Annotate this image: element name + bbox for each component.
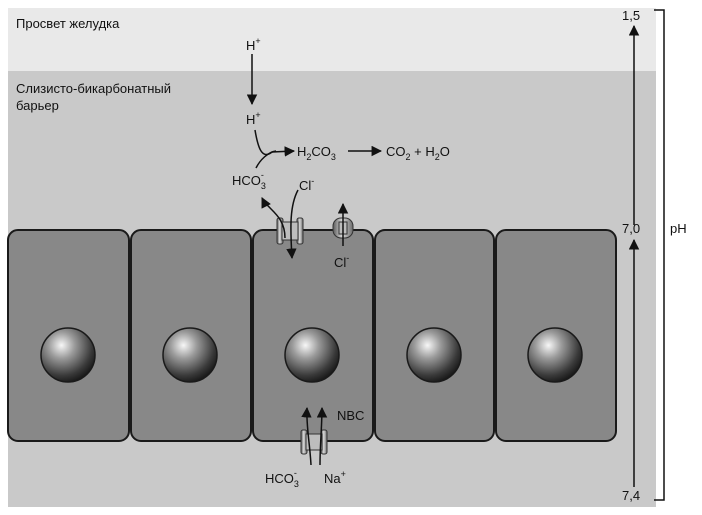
- barrier-label-line2: барьер: [16, 98, 59, 113]
- hco3-lumen-label: HCO3-: [232, 170, 266, 191]
- nbc-transporter-icon: [300, 429, 328, 455]
- ph-tick-top: 1,5: [622, 8, 640, 23]
- hco3-join-curve: [255, 150, 277, 169]
- nucleus-1: [40, 327, 96, 383]
- hco3-basolateral-label: HCO3-: [265, 468, 299, 489]
- lumen-zone: [8, 8, 656, 71]
- ph-bracket: [654, 9, 665, 501]
- ph-tick-bottom: 7,4: [622, 488, 640, 503]
- nucleus-3: [284, 327, 340, 383]
- nucleus-4: [406, 327, 462, 383]
- ph-tick-mid: 7,0: [622, 221, 640, 236]
- nucleus-5: [527, 327, 583, 383]
- hco3-uptake-arrow: [301, 406, 312, 466]
- barrier-label-line1: Слизисто-бикарбонатный: [16, 81, 171, 96]
- cl-cell-label: Cl-: [334, 253, 349, 270]
- ph-scale: 1,5 7,0 7,4 pH: [622, 8, 687, 503]
- apical-exchanger-icon: [276, 217, 304, 245]
- hco3-efflux-arrow: [261, 197, 286, 239]
- h-ion-mid-label: H+: [246, 110, 261, 127]
- nuclei: [40, 327, 583, 383]
- lumen-label: Просвет желудка: [16, 16, 120, 31]
- cl-lumen-label: Cl-: [299, 176, 314, 193]
- na-uptake-arrow: [316, 406, 328, 466]
- h-ion-top-label: H+: [246, 36, 261, 53]
- carbonic-acid-label: H2CO3: [297, 144, 336, 162]
- nbc-label: NBC: [337, 408, 364, 423]
- na-basolateral-label: Na+: [324, 469, 346, 486]
- ph-title: pH: [670, 221, 687, 236]
- cl-influx-arrow: [286, 189, 299, 260]
- nucleus-2: [162, 327, 218, 383]
- products-label: CO2 + H2O: [386, 144, 450, 162]
